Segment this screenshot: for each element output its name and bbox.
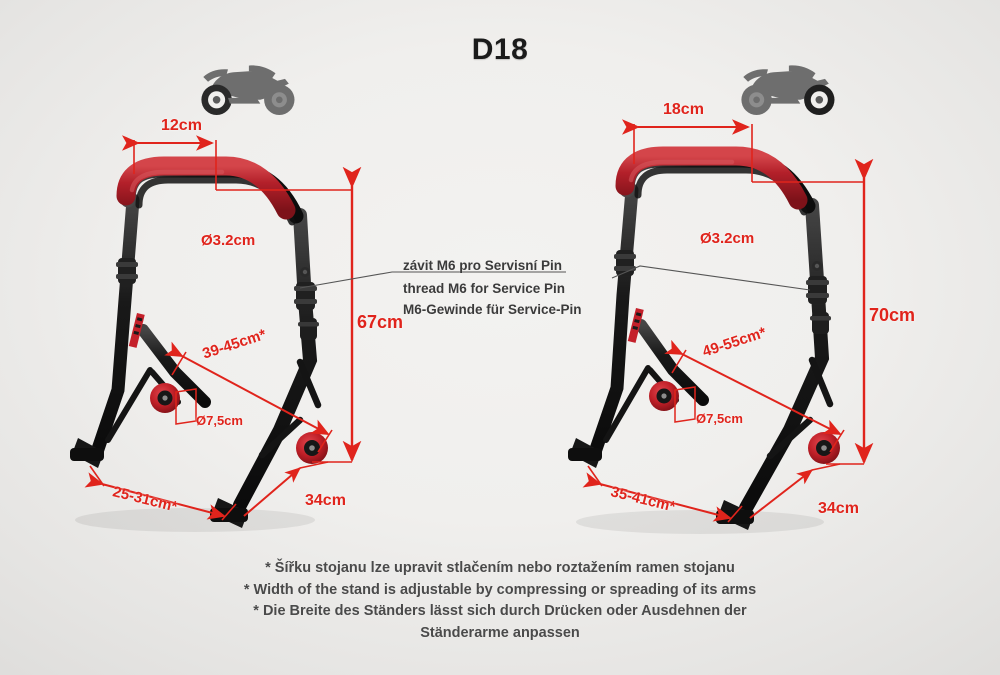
service-pin-callout-en: thread M6 for Service Pin bbox=[403, 281, 566, 296]
front-stand-dimension-lines bbox=[84, 135, 362, 521]
footnote-de: * Die Breite des Ständers lässt sich dur… bbox=[253, 603, 747, 641]
front-stand-top-width-label: 12cm bbox=[161, 117, 202, 134]
motorcycle-rear-wheel-icon bbox=[741, 65, 835, 115]
service-pin-callout: závit M6 pro Servisní Pin thread M6 for … bbox=[403, 255, 582, 320]
rear-stand-base-depth-label: 34cm bbox=[818, 500, 859, 517]
front-stand-wheel-diameter-label: Ø7,5cm bbox=[196, 413, 243, 428]
rear-stand-height-label: 70cm bbox=[869, 305, 916, 325]
stand-foot bbox=[70, 438, 104, 468]
footnotes: * Šířku stojanu lze upravit stlačením ne… bbox=[0, 558, 1000, 644]
footnote-cs: * Šířku stojanu lze upravit stlačením ne… bbox=[265, 560, 735, 576]
motorcycle-front-wheel-icon bbox=[201, 65, 295, 115]
rear-stand-tube-diameter-label: Ø3.2cm bbox=[700, 230, 755, 247]
service-pin-callout-cs: závit M6 pro Servisní Pin bbox=[403, 258, 563, 273]
page-title: D18 bbox=[471, 33, 529, 66]
footnote-en: * Width of the stand is adjustable by co… bbox=[243, 581, 757, 598]
stand-foot bbox=[568, 438, 602, 468]
rear-stand-dimension-lines bbox=[582, 119, 874, 523]
front-stand-height-label: 67cm bbox=[357, 312, 404, 332]
service-pin-callout-de: M6-Gewinde für Service-Pin bbox=[403, 302, 582, 317]
front-stand-tube-diameter-label: Ø3.2cm bbox=[201, 232, 256, 249]
stand-wheel bbox=[808, 432, 840, 464]
front-stand-base-depth-label: 34cm bbox=[305, 492, 346, 509]
service-pin-leader-lines bbox=[299, 265, 811, 291]
rear-stand-top-width-label: 18cm bbox=[663, 101, 704, 118]
stand-wheel bbox=[296, 432, 328, 464]
rear-stand-wheel-diameter-label: Ø7,5cm bbox=[696, 411, 743, 426]
